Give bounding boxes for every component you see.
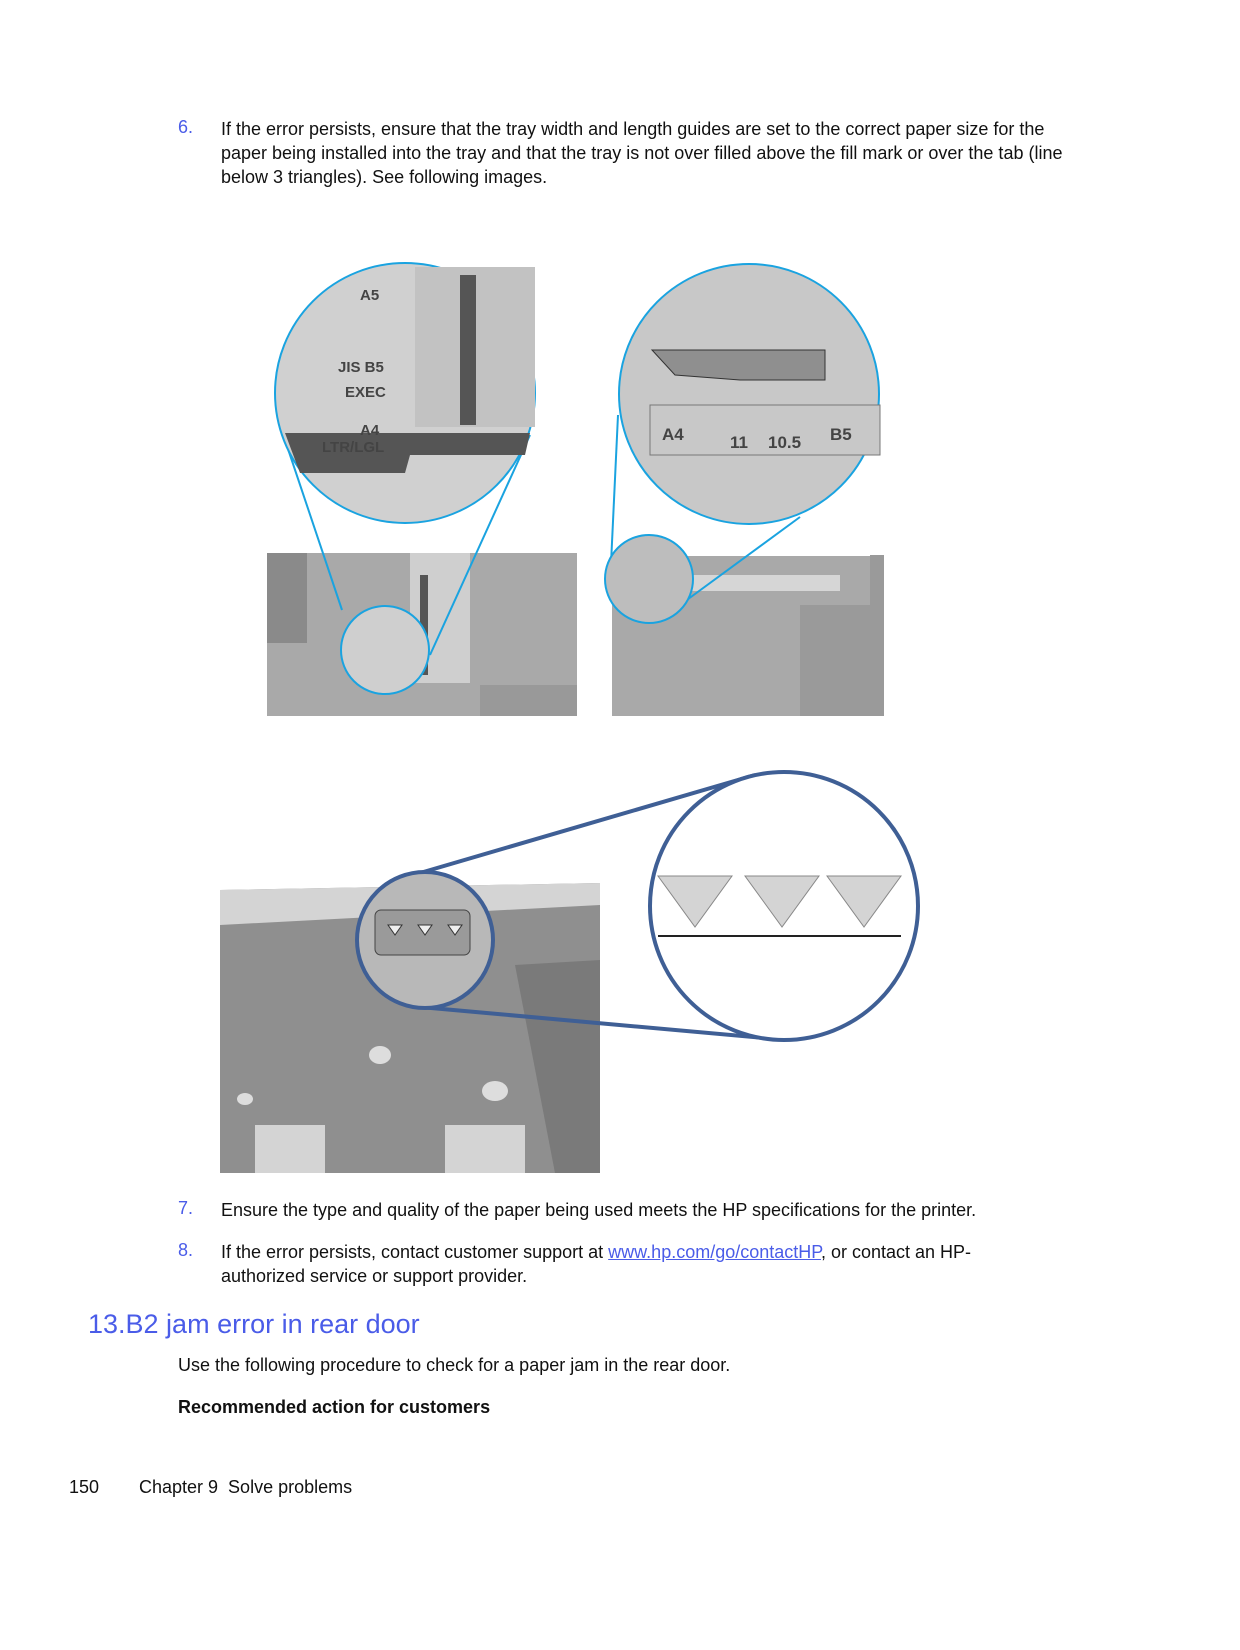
- label-a5: A5: [360, 287, 379, 304]
- page-number: 150: [69, 1477, 100, 1497]
- label-exec: EXEC: [345, 384, 386, 401]
- tray-length-guide-image: A4 11 10.5 B5: [604, 263, 884, 716]
- label-jis-b5: JIS B5: [338, 359, 384, 376]
- label-a4: A4: [360, 422, 380, 439]
- contact-hp-link[interactable]: www.hp.com/go/contactHP: [608, 1242, 821, 1262]
- step-number: 6.: [178, 117, 194, 137]
- tray-fill-mark-image: [220, 770, 920, 1173]
- label-b5: B5: [830, 425, 852, 444]
- section-heading: 13.B2 jam error in rear door: [88, 1309, 420, 1339]
- label-11: 11: [730, 433, 748, 452]
- label-a4: A4: [662, 425, 684, 444]
- step-text-part: , or contact an HP-authorized service or…: [221, 1242, 972, 1286]
- section-subheading: Recommended action for customers: [178, 1397, 491, 1417]
- step-text-part: If the error persists, contact customer …: [221, 1242, 609, 1262]
- section-intro: Use the following procedure to check for…: [178, 1355, 731, 1375]
- step-text: If the error persists, contact customer …: [221, 1240, 1051, 1288]
- chapter-title: Chapter 9 Solve problems: [139, 1477, 353, 1497]
- step-number: 7.: [178, 1198, 194, 1218]
- label-ltr-lgl: LTR/LGL: [322, 439, 384, 456]
- tray-width-guide-image: A5 JIS B5 EXEC A4 LTR/LGL: [267, 262, 577, 716]
- step-text: If the error persists, ensure that the t…: [221, 119, 1063, 187]
- step-text: Ensure the type and quality of the paper…: [221, 1200, 977, 1220]
- label-10-5: 10.5: [768, 433, 801, 452]
- step-number: 8.: [178, 1240, 194, 1260]
